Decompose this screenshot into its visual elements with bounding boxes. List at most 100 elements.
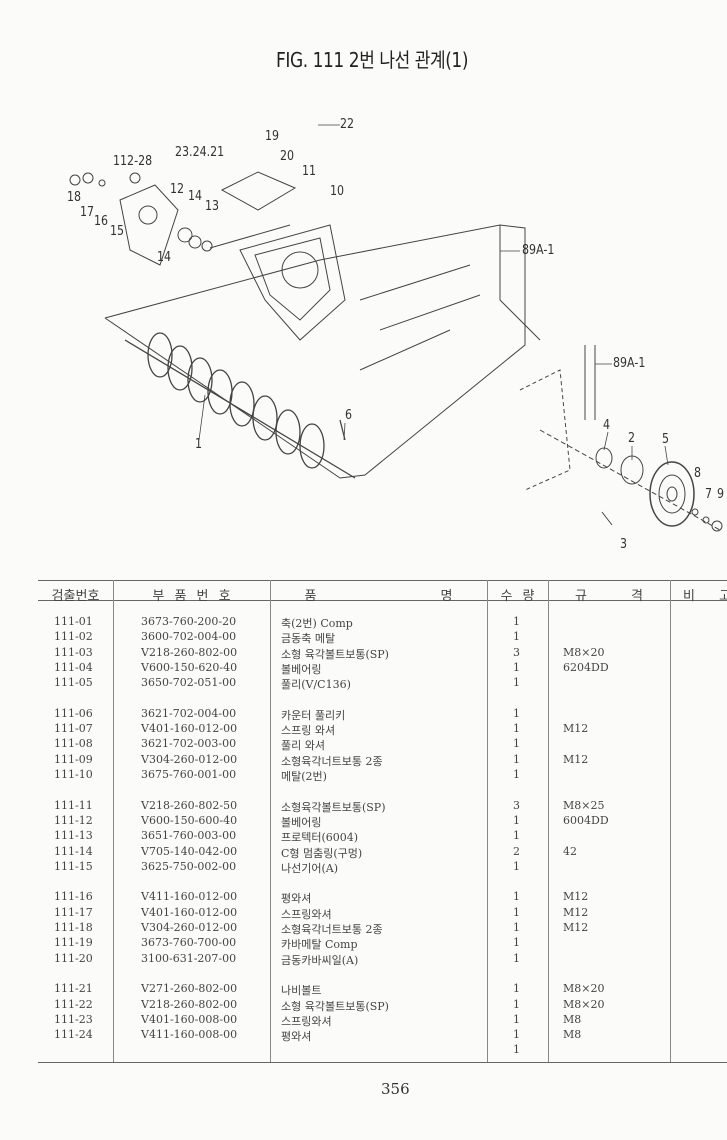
- cell-qty: 1: [513, 997, 520, 1011]
- cell-spec: M8: [563, 1028, 582, 1042]
- cell-qty: 1: [513, 813, 520, 827]
- cell-spec: M12: [563, 921, 589, 934]
- cell-spec: M12: [563, 752, 589, 766]
- cell-qty: 1: [513, 905, 520, 919]
- cell-part: V401-160-008-00: [141, 1012, 238, 1026]
- cell-no: 111-05: [54, 676, 93, 690]
- cell-no: 111-18: [54, 921, 93, 934]
- cell-no: 111-03: [54, 645, 93, 659]
- cell-no: 111-23: [54, 1012, 93, 1026]
- callout-89a-1b: 89A-1: [613, 356, 646, 371]
- cell-part: V304-260-012-00: [141, 921, 238, 934]
- callout-112-28: 112-28: [113, 154, 153, 169]
- cell-spec: M8×20: [563, 997, 605, 1011]
- cell-qty: 1: [513, 660, 520, 674]
- cell-spec: 42: [563, 844, 577, 858]
- cell-part: 3621-702-003-00: [141, 737, 237, 751]
- cell-qty: 1: [513, 722, 520, 736]
- cell-name: 카바메탈 Comp: [281, 938, 358, 952]
- pulley-assembly: [539, 429, 723, 532]
- column-divider: [670, 580, 671, 1062]
- cell-name: 볼베어링: [281, 662, 322, 676]
- cell-name: 금동축 메탈: [281, 632, 336, 646]
- cell-part: V600-150-600-40: [141, 813, 238, 827]
- cell-part: 3625-750-002-00: [141, 859, 237, 873]
- cell-spec: M12: [563, 890, 589, 904]
- cell-part: V401-160-012-00: [141, 722, 238, 736]
- cell-qty: 3: [513, 645, 520, 659]
- cell-part: V218-260-802-50: [141, 798, 238, 812]
- cell-no: 111-17: [54, 905, 93, 919]
- column-divider: [113, 580, 114, 1062]
- cell-qty: 1: [513, 676, 520, 690]
- callout-13: 13: [205, 199, 220, 214]
- cell-part: 3650-702-051-00: [141, 676, 237, 690]
- header-item-no: 검출번호: [51, 589, 100, 604]
- cell-qty: 1: [513, 1028, 520, 1042]
- cell-part: 3675-760-001-00: [141, 768, 237, 781]
- cell-part: V411-160-008-00: [141, 1028, 238, 1042]
- cell-spec: M12: [563, 905, 589, 919]
- cell-no: 111-19: [54, 936, 93, 950]
- cell-qty: 1: [513, 737, 520, 751]
- cell-qty: 1: [513, 982, 520, 996]
- callout-15: 15: [110, 224, 125, 239]
- cell-no: 111-22: [54, 997, 93, 1011]
- cell-part: 3673-760-200-20: [141, 615, 237, 628]
- cell-name: 축(2번) Comp: [281, 617, 353, 630]
- cell-qty: 1: [513, 951, 520, 965]
- cell-part: V271-260-802-00: [141, 982, 238, 996]
- cell-part: 3673-760-700-00: [141, 936, 237, 950]
- cell-qty: 1: [513, 706, 520, 720]
- callout-19: 19: [265, 129, 280, 144]
- cell-qty: 1: [513, 752, 520, 766]
- callout-12: 12: [170, 182, 185, 197]
- cell-qty: 1: [513, 768, 520, 781]
- gear-housing: [239, 224, 346, 341]
- cell-qty: 1: [513, 936, 520, 950]
- callout-7: 7: [705, 487, 713, 502]
- callout-18: 18: [67, 190, 82, 205]
- cell-part: V705-140-042-00: [141, 844, 238, 858]
- cell-name: 프로텍터(6004): [281, 831, 359, 845]
- cell-part: 3651-760-003-00: [141, 829, 237, 843]
- cell-spec: M8×20: [563, 982, 605, 996]
- cell-spec: M8×20: [563, 645, 605, 659]
- cell-name: 소형 육각볼트보통(SP): [281, 647, 389, 661]
- cell-no: 111-04: [54, 660, 93, 674]
- cell-name: 나선기어(A): [281, 861, 339, 875]
- cell-name: 볼베어링: [281, 815, 322, 829]
- cell-no: 111-09: [54, 752, 93, 766]
- cell-part: 3600-702-004-00: [141, 630, 237, 644]
- cell-no: 111-14: [54, 844, 93, 858]
- callout-89a-1: 89A-1: [522, 243, 555, 258]
- cell-name: 소형육각너트보통 2종: [281, 923, 383, 936]
- cell-spec: M8×25: [563, 798, 605, 812]
- cell-part: V218-260-802-00: [141, 645, 238, 659]
- cell-name: 스프링 와셔: [281, 724, 336, 738]
- cell-name: 소형육각너트보통 2종: [281, 754, 383, 768]
- cell-no: 111-21: [54, 982, 93, 996]
- exploded-parts-diagram: [69, 124, 723, 532]
- page-number: 356: [381, 1080, 410, 1098]
- header-part-number: 부 품 번 호: [152, 589, 231, 604]
- cell-part: 3621-702-004-00: [141, 706, 237, 720]
- cell-spec: 6004DD: [563, 813, 609, 827]
- cell-qty: 1: [513, 859, 520, 873]
- header-quantity: 수 량: [500, 589, 535, 604]
- callout-10: 10: [330, 184, 345, 199]
- cell-name: 풀리 와셔: [281, 739, 325, 753]
- callout-9: 9: [717, 487, 725, 502]
- cell-no: 111-24: [54, 1028, 93, 1042]
- header-part-name: 품 명: [304, 589, 453, 604]
- cell-name: 스프링와셔: [281, 907, 332, 921]
- header-remarks: 비 고: [683, 589, 727, 604]
- figure-title: FIG. 111 2번 나선 관계(1): [276, 48, 469, 72]
- cell-qty: 1: [513, 890, 520, 904]
- cell-name: 나비볼트: [281, 984, 322, 998]
- cover-plate: [220, 171, 297, 211]
- cell-part: V411-160-012-00: [141, 890, 238, 904]
- callout-20: 20: [280, 149, 295, 164]
- callout-6: 6: [345, 408, 353, 423]
